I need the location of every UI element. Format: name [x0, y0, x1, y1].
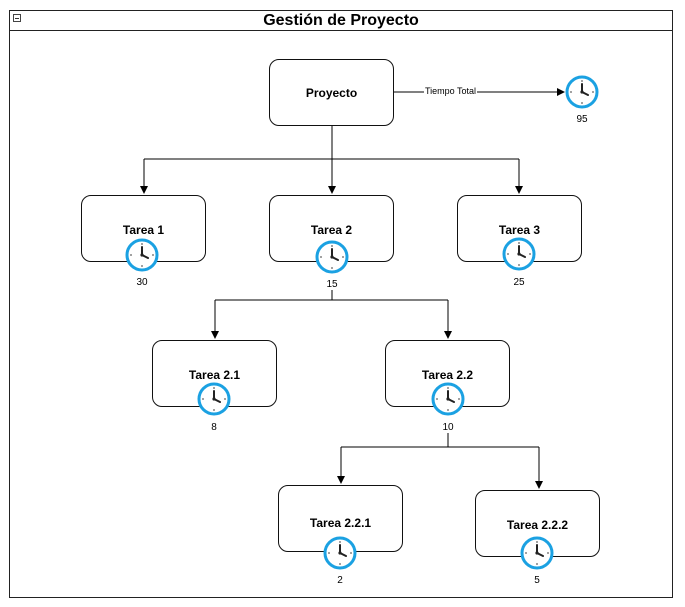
tarea-1-time: 30: [136, 277, 148, 288]
tarea-2-2-1-time: 2: [337, 575, 343, 586]
node-tarea-2-2-1-label: Tarea 2.2.1: [309, 516, 372, 530]
node-proyecto[interactable]: Proyecto: [269, 59, 394, 126]
container-title-bar: Gestión de Proyecto: [10, 11, 672, 31]
clock-icon: [197, 382, 231, 416]
node-tarea-2-label: Tarea 2: [310, 223, 353, 237]
node-tarea-2-1-label: Tarea 2.1: [188, 368, 241, 382]
tarea-3-time: 25: [513, 277, 525, 288]
total-time-value: 95: [576, 114, 588, 125]
clock-icon: [565, 75, 599, 109]
tarea-2-time: 15: [326, 279, 338, 290]
collapse-icon[interactable]: [13, 14, 21, 22]
node-tarea-3-label: Tarea 3: [498, 223, 541, 237]
clock-icon: [502, 237, 536, 271]
clock-icon: [323, 536, 357, 570]
node-tarea-1-label: Tarea 1: [122, 223, 165, 237]
tarea-2-2-2-time: 5: [534, 575, 540, 586]
diagram-title: Gestión de Proyecto: [263, 12, 419, 29]
tarea-2-2-time: 10: [442, 422, 454, 433]
node-proyecto-label: Proyecto: [305, 86, 358, 100]
clock-icon: [520, 536, 554, 570]
clock-icon: [125, 238, 159, 272]
edge-label-tiempo-total: Tiempo Total: [424, 86, 478, 96]
node-tarea-2-2-2-label: Tarea 2.2.2: [506, 518, 569, 532]
node-tarea-2-2-label: Tarea 2.2: [421, 368, 474, 382]
clock-icon: [315, 240, 349, 274]
tarea-2-1-time: 8: [211, 422, 217, 433]
clock-icon: [431, 382, 465, 416]
